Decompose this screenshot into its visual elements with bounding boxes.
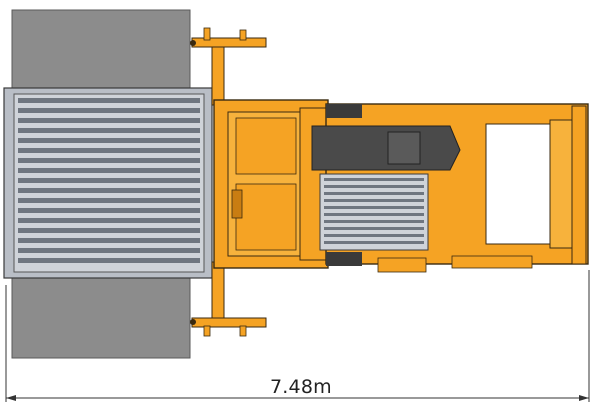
deck-slat (18, 198, 200, 203)
deck-slat (18, 258, 200, 263)
deck-slat (18, 158, 200, 163)
deck-slat (18, 98, 200, 103)
dimension-label: 7.48m (270, 376, 332, 398)
deck-slat (18, 188, 200, 193)
overall-length-dimension (5, 270, 590, 402)
deck-slat (18, 128, 200, 133)
deck-slat (18, 208, 200, 213)
slatted-deck (3, 87, 213, 279)
engine-slat (324, 185, 424, 188)
engine-slat (324, 234, 424, 237)
deck-slat (18, 238, 200, 243)
engine-slat (324, 178, 424, 181)
hydraulic-block-top (326, 104, 362, 118)
engine-slat (324, 213, 424, 216)
deck-slat (18, 138, 200, 143)
hydraulic-block-bottom (326, 252, 362, 266)
deck-slat (18, 168, 200, 173)
engine-slat (324, 241, 424, 244)
operator-station (311, 125, 461, 251)
deck-slat (18, 178, 200, 183)
engine-slat (324, 206, 424, 209)
deck-slat (18, 248, 200, 253)
engine-slat (324, 220, 424, 223)
deck-slat (18, 148, 200, 153)
deck-slat (18, 118, 200, 123)
engine-slat (324, 227, 424, 230)
front-arm-top (190, 27, 267, 106)
engine-slat (324, 199, 424, 202)
deck-slat (18, 218, 200, 223)
step-plate (377, 257, 427, 273)
deck-slat (18, 228, 200, 233)
front-arm-bottom (190, 261, 267, 337)
deck-slat (18, 108, 200, 113)
engine-slat (324, 192, 424, 195)
machine-chassis (213, 99, 329, 269)
